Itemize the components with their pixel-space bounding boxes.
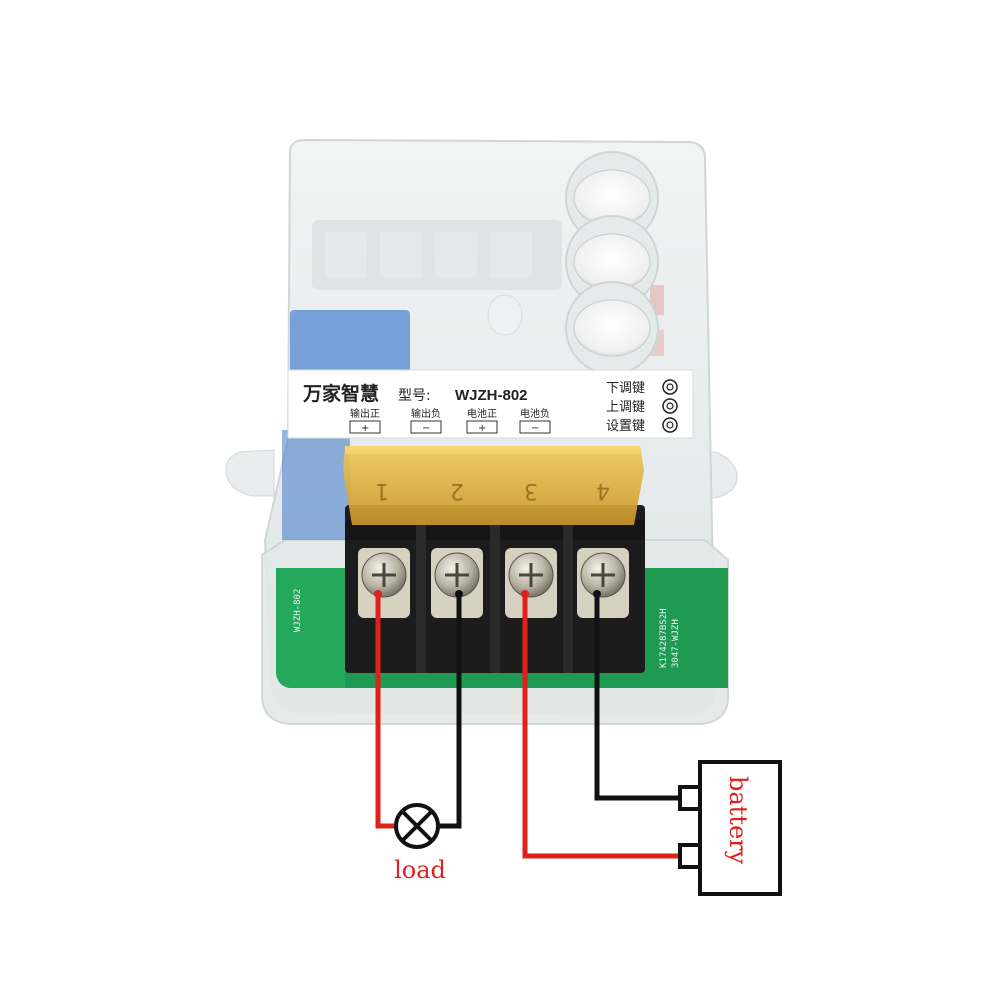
button-down-key[interactable]	[565, 151, 659, 245]
terminal-number-3: 3	[524, 478, 538, 503]
key-label-down: 下调键	[606, 379, 678, 396]
wiring-diagram	[374, 590, 682, 859]
key-label-up: 上调键	[606, 398, 678, 415]
svg-text:输出正: 输出正	[350, 407, 380, 420]
wire-output-negative	[438, 594, 462, 829]
push-buttons	[565, 151, 659, 375]
terminal-label-3: 电池正 +	[466, 407, 498, 434]
led-display-ghost	[312, 220, 562, 290]
battery-label: battery	[724, 776, 752, 865]
button-set-key[interactable]	[565, 281, 659, 375]
battery-icon	[678, 760, 782, 896]
load-lamp-icon	[394, 803, 440, 849]
terminal-screw-1	[358, 548, 410, 618]
terminal-number-4: 4	[596, 478, 610, 503]
terminal-number-1: 1	[375, 478, 389, 503]
svg-text:电池负: 电池负	[520, 407, 550, 420]
terminal-block	[345, 505, 645, 673]
brand-name: 万家智慧	[302, 382, 379, 405]
left-mounting-ear	[225, 449, 275, 497]
pcb-silk-left: WJZH-802	[293, 589, 303, 632]
load-label: load	[394, 856, 446, 884]
terminal-screw-3	[505, 548, 557, 618]
terminal-label-1: 输出正 +	[349, 407, 381, 434]
svg-text:设置键: 设置键	[606, 419, 645, 434]
terminal-screw-2	[431, 548, 483, 618]
model-number: WJZH-802	[455, 387, 528, 404]
svg-text:上调键: 上调键	[606, 400, 645, 415]
terminal-cover: 1 2 3 4	[343, 446, 644, 525]
svg-text:输出负: 输出负	[411, 407, 441, 420]
svg-text:+: +	[361, 423, 369, 434]
terminal-screw-4	[577, 548, 629, 618]
svg-text:−: −	[531, 423, 539, 434]
pcb-silk-code1: K174287BS2H	[659, 608, 669, 668]
terminal-number-2: 2	[450, 478, 464, 503]
svg-text:电池正: 电池正	[467, 407, 497, 420]
front-label: 万家智慧 型号: WJZH-802 输出正 + 输出负 − 电池正 + 电池负 …	[287, 369, 694, 439]
relay	[290, 310, 410, 385]
svg-text:+: +	[478, 423, 486, 434]
wire-output-positive	[375, 594, 396, 829]
wire-battery-positive	[522, 594, 682, 859]
indicator-led	[487, 294, 523, 336]
svg-text:下调键: 下调键	[606, 381, 645, 396]
wire-battery-negative	[594, 594, 682, 801]
terminal-label-2: 输出负 −	[410, 407, 442, 434]
terminal-label-4: 电池负 −	[519, 407, 551, 434]
pcb-silk-code2: 3047-WJZH	[671, 619, 681, 668]
key-label-set: 设置键	[606, 417, 678, 434]
model-prefix: 型号:	[398, 388, 431, 404]
svg-text:−: −	[422, 423, 430, 434]
